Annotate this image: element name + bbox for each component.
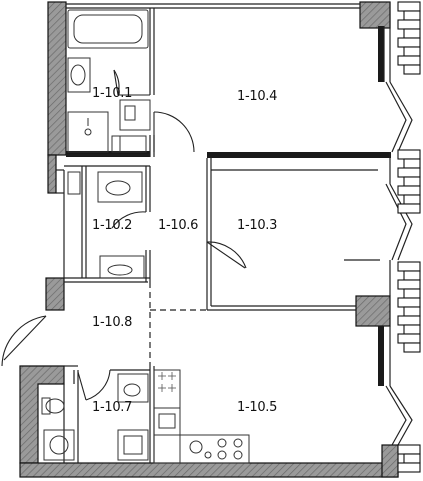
room-label-1-10-7: 1-10.7 xyxy=(92,400,133,415)
fixtures xyxy=(41,9,250,464)
exterior-walls xyxy=(19,1,399,478)
room-label-1-10-4: 1-10.4 xyxy=(237,89,278,104)
vent-marks xyxy=(158,372,176,392)
doors xyxy=(1,69,247,401)
facade-bricks xyxy=(397,1,421,473)
room-label-1-10-1: 1-10.1 xyxy=(92,86,133,101)
room-label-1-10-6: 1-10.6 xyxy=(158,218,199,233)
room-label-1-10-3: 1-10.3 xyxy=(237,218,278,233)
partition-walls xyxy=(66,26,391,386)
facade xyxy=(383,2,413,446)
room-label-1-10-2: 1-10.2 xyxy=(92,218,133,233)
interior-walls xyxy=(56,3,380,463)
room-label-1-10-5: 1-10.5 xyxy=(237,400,278,415)
room-label-1-10-8: 1-10.8 xyxy=(92,315,133,330)
